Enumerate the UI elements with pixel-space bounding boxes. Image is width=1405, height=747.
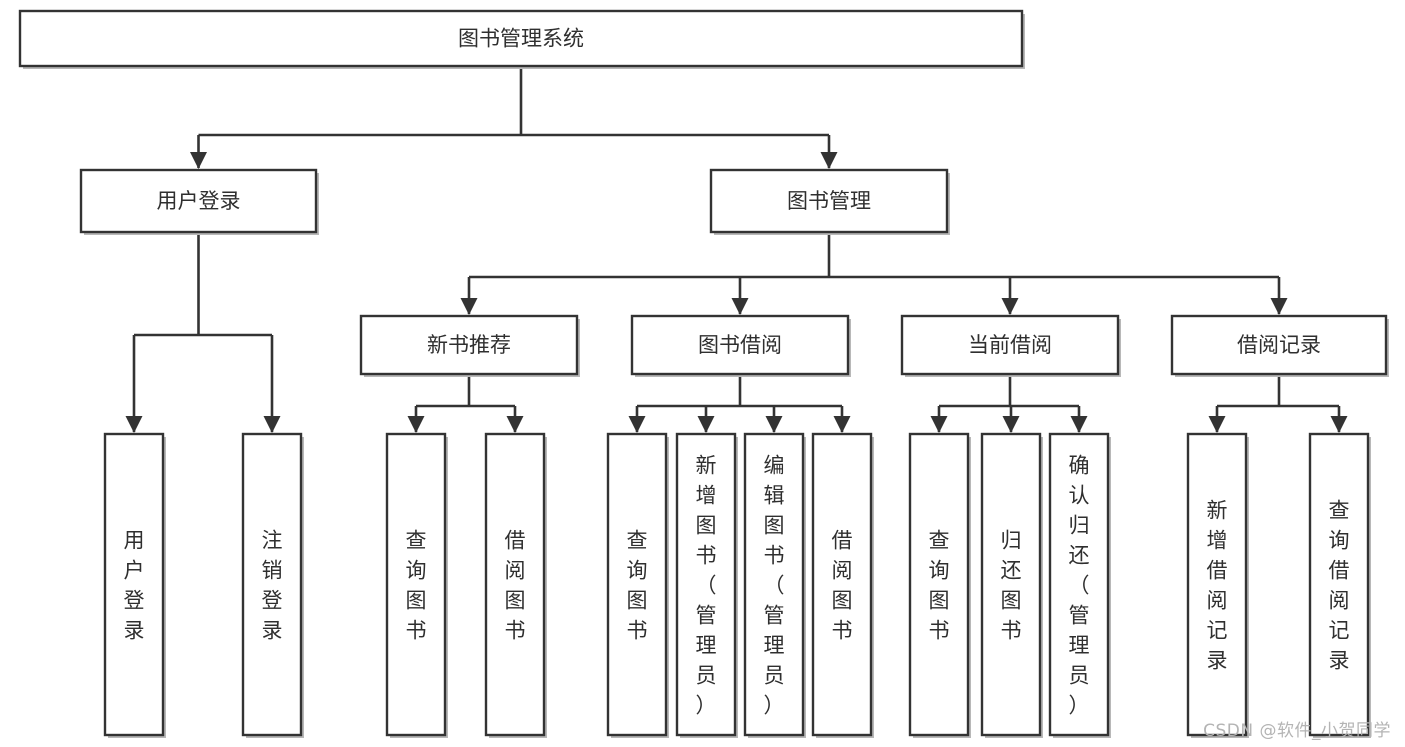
node-label: 确认归还（管理员） <box>1069 454 1090 718</box>
box-outline <box>630 314 850 376</box>
node-leaf-3[interactable]: 借阅图书 <box>484 432 547 738</box>
node-leaf-8[interactable]: 查询图书 <box>908 432 971 738</box>
node-level2-0[interactable]: 用户登录 <box>79 168 319 235</box>
node-label: 用户登录 <box>124 529 145 643</box>
arrow-head-icon <box>190 152 207 169</box>
arrow-head-icon <box>930 416 948 433</box>
box-outline <box>811 432 873 737</box>
arrow-head-icon <box>1001 298 1019 315</box>
node-leaf-2[interactable]: 查询图书 <box>385 432 448 738</box>
arrow-head-icon <box>1070 416 1088 433</box>
node-label: 查询图书 <box>627 529 648 643</box>
connector-lines <box>125 66 1348 433</box>
box-outline <box>980 432 1042 737</box>
arrow-head-icon <box>460 298 478 315</box>
arrow-head-icon <box>833 416 851 433</box>
arrow-head-icon <box>820 152 838 169</box>
node-leaf-0[interactable]: 用户登录 <box>103 432 166 738</box>
box-outline <box>908 432 970 737</box>
node-level2-1[interactable]: 图书管理 <box>709 168 950 235</box>
node-leaf-5[interactable]: 新增图书（管理员） <box>675 432 738 738</box>
node-label: 用户登录 <box>157 189 241 213</box>
box-outline <box>900 314 1120 376</box>
box-outline <box>743 432 805 737</box>
box-outline <box>18 9 1024 68</box>
node-leaf-12[interactable]: 查询借阅记录 <box>1308 432 1371 738</box>
box-outline <box>1308 432 1370 737</box>
arrow-head-icon <box>1270 298 1288 315</box>
arrow-head-icon <box>125 416 143 433</box>
box-outline <box>79 168 318 234</box>
box-outline <box>385 432 447 737</box>
node-level3-3[interactable]: 借阅记录 <box>1170 314 1389 377</box>
arrow-head-icon <box>628 416 646 433</box>
box-outline <box>606 432 668 737</box>
arrow-head-icon <box>506 416 524 433</box>
node-label: 借阅记录 <box>1237 333 1321 357</box>
node-label: 图书管理 <box>787 189 871 213</box>
arrow-head-icon <box>731 298 749 315</box>
node-leaf-7[interactable]: 借阅图书 <box>811 432 874 738</box>
arrow-head-icon <box>263 416 281 433</box>
box-outline <box>103 432 165 737</box>
node-leaf-4[interactable]: 查询图书 <box>606 432 669 738</box>
node-label: 新书推荐 <box>427 333 511 357</box>
box-outline <box>675 432 737 737</box>
node-label: 图书管理系统 <box>458 27 584 51</box>
node-leaf-9[interactable]: 归还图书 <box>980 432 1043 738</box>
node-label: 查询图书 <box>929 529 950 643</box>
node-label: 新增图书（管理员） <box>696 454 717 718</box>
node-leaf-1[interactable]: 注销登录 <box>241 432 304 738</box>
node-level3-1[interactable]: 图书借阅 <box>630 314 851 377</box>
box-outline <box>1048 432 1110 737</box>
arrow-head-icon <box>697 416 715 433</box>
box-outline <box>1186 432 1248 737</box>
arrow-head-icon <box>1330 416 1348 433</box>
box-outline <box>484 432 546 737</box>
node-label: 查询图书 <box>406 529 427 643</box>
watermark-text: CSDN @软件_小贺同学 <box>1203 721 1391 741</box>
node-label: 借阅图书 <box>832 529 853 643</box>
box-outline <box>1170 314 1388 376</box>
node-label: 查询借阅记录 <box>1329 499 1350 673</box>
arrow-head-icon <box>407 416 425 433</box>
node-leaf-6[interactable]: 编辑图书（管理员） <box>743 432 806 738</box>
node-level3-2[interactable]: 当前借阅 <box>900 314 1121 377</box>
node-root-system[interactable]: 图书管理系统 <box>18 9 1025 69</box>
node-label: 归还图书 <box>1001 529 1022 643</box>
arrow-head-icon <box>1002 416 1020 433</box>
node-label: 当前借阅 <box>968 333 1052 357</box>
node-leaf-11[interactable]: 新增借阅记录 <box>1186 432 1249 738</box>
node-boxes: 图书管理系统用户登录图书管理新书推荐图书借阅当前借阅借阅记录用户登录注销登录查询… <box>18 9 1389 738</box>
box-outline <box>709 168 949 234</box>
node-level3-0[interactable]: 新书推荐 <box>359 314 580 377</box>
node-label: 新增借阅记录 <box>1207 499 1228 673</box>
arrow-head-icon <box>765 416 783 433</box>
box-outline <box>241 432 303 737</box>
box-outline <box>359 314 579 376</box>
node-label: 图书借阅 <box>698 333 782 357</box>
node-label: 编辑图书（管理员） <box>764 454 785 718</box>
node-label: 注销登录 <box>262 529 283 643</box>
node-label: 借阅图书 <box>505 529 526 643</box>
arrow-head-icon <box>1208 416 1226 433</box>
node-leaf-10[interactable]: 确认归还（管理员） <box>1048 432 1111 738</box>
